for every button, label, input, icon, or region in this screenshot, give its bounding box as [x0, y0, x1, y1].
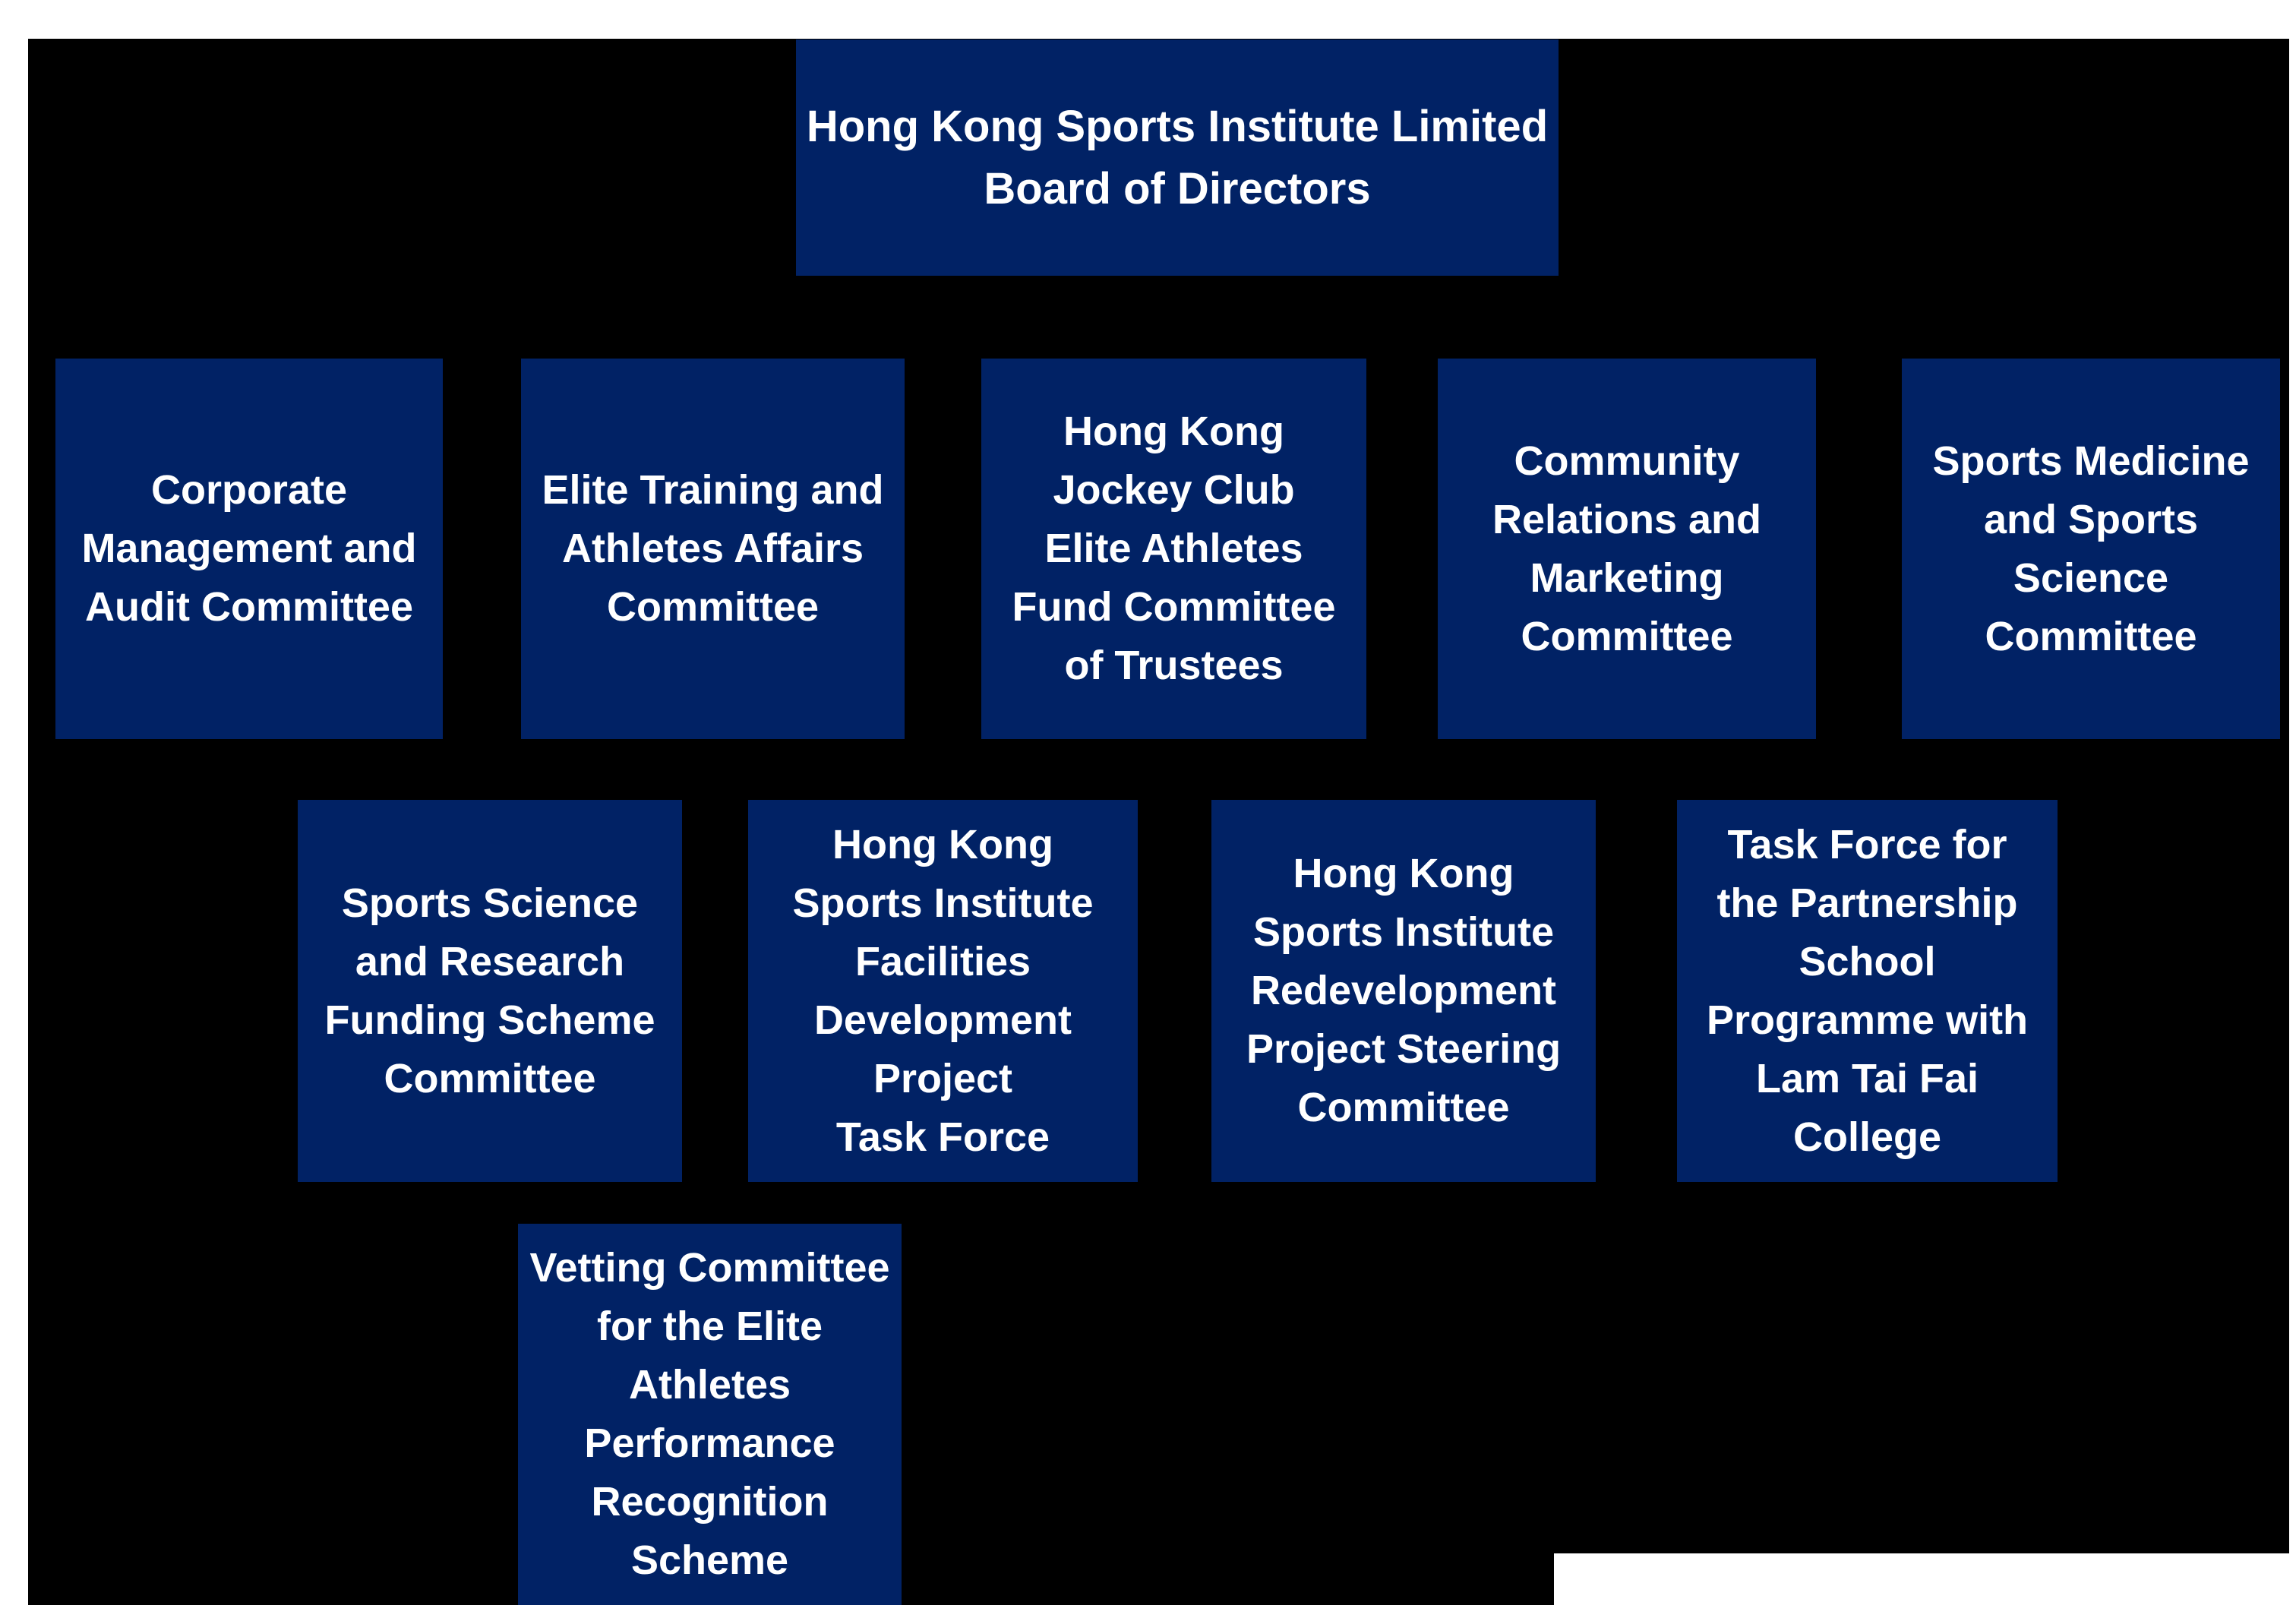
node-hksi-redevelopment-project-steering-committee: Hong Kong Sports Institute Redevelopment… [1211, 800, 1596, 1182]
node-sports-medicine-and-sports-science-committee: Sports Medicine and Sports Science Commi… [1902, 359, 2280, 739]
node-community-relations-and-marketing-committee: Community Relations and Marketing Commit… [1438, 359, 1816, 739]
node-corporate-management-and-audit-committee: Corporate Management and Audit Committee [55, 359, 443, 739]
canvas-background-main [28, 39, 2289, 1553]
node-board-of-directors: Hong Kong Sports Institute Limited Board… [796, 39, 1559, 276]
node-hkjc-elite-athletes-fund-committee-of-trustees: Hong Kong Jockey Club Elite Athletes Fun… [981, 359, 1366, 739]
node-task-force-partnership-school-programme-lam-tai-fai-college: Task Force for the Partnership School Pr… [1677, 800, 2058, 1182]
node-hksi-facilities-development-project-task-force: Hong Kong Sports Institute Facilities De… [748, 800, 1138, 1182]
node-sports-science-and-research-funding-scheme-committee: Sports Science and Research Funding Sche… [298, 800, 682, 1182]
node-elite-training-and-athletes-affairs-committee: Elite Training and Athletes Affairs Comm… [521, 359, 905, 739]
node-vetting-committee-elite-athletes-performance-recognition-scheme: Vetting Committee for the Elite Athletes… [518, 1224, 902, 1605]
